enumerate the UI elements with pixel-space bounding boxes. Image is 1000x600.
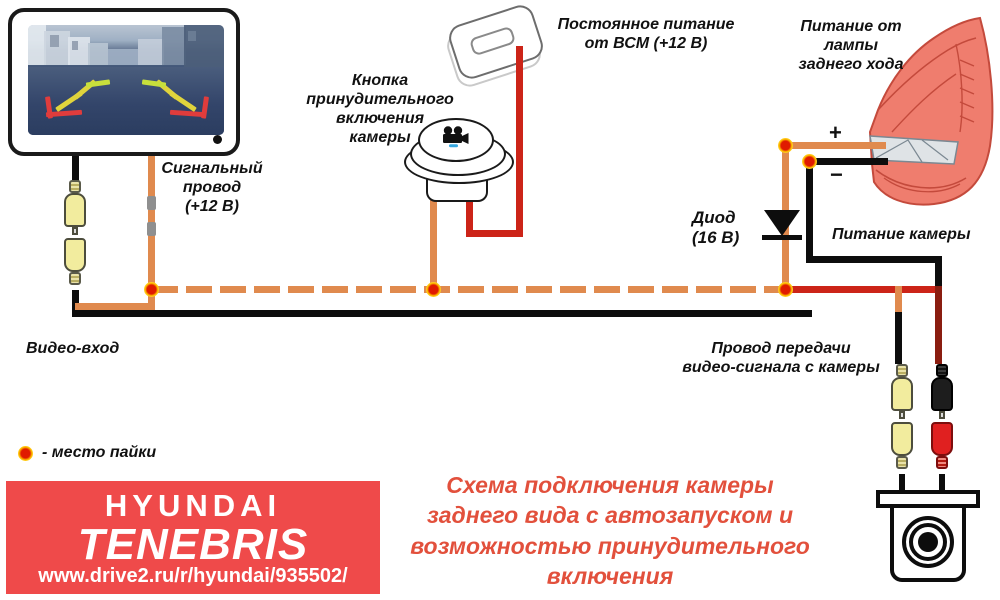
hyundai-tenebris-logo: HYUNDAI TENEBRIS www.drive2.ru/r/hyundai… xyxy=(6,481,380,594)
wire-camera-ground-drop xyxy=(806,158,813,262)
wire-button-red-leg xyxy=(466,196,473,236)
wire-reverse-lamp-positive xyxy=(782,142,886,149)
solder-point-icon xyxy=(144,282,159,297)
wire-video-bus-black xyxy=(72,310,812,317)
wire-orange-left-return xyxy=(75,303,151,310)
camera-lens-ring-inner xyxy=(909,523,947,561)
solder-point-icon xyxy=(778,282,793,297)
camera-lens-ring-outer xyxy=(902,516,954,568)
rca-camera-power-male xyxy=(931,364,953,419)
monitor-head-unit xyxy=(8,8,240,156)
camera-lens-center xyxy=(918,532,938,552)
wire-camera-power-red xyxy=(786,286,942,293)
rear-camera-icon xyxy=(876,490,980,586)
wire-rca-power-to-camera xyxy=(939,474,945,496)
wire-main-orange-bus xyxy=(152,286,782,293)
wire-monitor-video-black xyxy=(72,156,79,182)
legend-solder-point: - место пайки xyxy=(18,444,156,463)
monitor-screen-icon xyxy=(28,25,224,135)
solder-point-icon xyxy=(802,154,817,169)
rca-camera-video-male xyxy=(891,364,913,419)
wire-camera-ground-run xyxy=(806,256,942,263)
monitor-power-led xyxy=(213,135,222,144)
rca-connector-video-male xyxy=(64,180,86,235)
bcm-module-icon xyxy=(445,1,547,83)
label-diode: Диод (16 В) xyxy=(692,208,740,248)
wire-button-orange-leg xyxy=(430,200,437,290)
push-button-icon[interactable] xyxy=(404,118,514,218)
rca-camera-power-female xyxy=(931,422,953,469)
label-plus-sign: + xyxy=(829,120,842,145)
diode-icon xyxy=(762,210,802,244)
wire-signal-orange-down xyxy=(148,286,155,310)
wire-bcm-to-button xyxy=(466,230,523,237)
wire-video-to-bus xyxy=(72,290,79,312)
label-force-button: Кнопка принудительного включения камеры xyxy=(306,72,454,146)
logo-model: TENEBRIS xyxy=(77,520,309,569)
logo-brand: HYUNDAI xyxy=(104,488,282,523)
wire-camera-power-drop xyxy=(935,286,942,364)
wire-rca-video-to-camera xyxy=(899,474,905,496)
solder-point-icon xyxy=(18,445,33,461)
inline-connector-lower xyxy=(147,222,156,236)
label-video-in: Видео-вход xyxy=(26,340,120,357)
solder-point-icon xyxy=(426,282,441,297)
rca-connector-video-female xyxy=(64,238,86,285)
label-signal-wire: Сигнальный провод (+12 В) xyxy=(161,160,263,215)
wire-bcm-constant-power xyxy=(516,46,523,236)
video-camera-icon xyxy=(443,126,469,148)
wire-reverse-lamp-negative xyxy=(806,158,888,165)
wire-signal-orange-vertical xyxy=(148,156,155,286)
road-surface xyxy=(28,66,224,135)
rca-camera-video-female xyxy=(891,422,913,469)
inline-connector-upper xyxy=(147,196,156,210)
label-reverse-lamp-power: Питание от лампы заднего хода xyxy=(798,18,904,73)
diagram-caption: Схема подключения камеры заднего вида с … xyxy=(410,472,810,590)
label-minus-sign: − xyxy=(830,162,843,187)
label-camera-power: Питание камеры xyxy=(832,226,971,243)
logo-url[interactable]: www.drive2.ru/r/hyundai/935502/ xyxy=(38,565,348,587)
label-constant-power: Постоянное питание от ВСМ (+12 В) xyxy=(557,16,735,52)
legend-label: - место пайки xyxy=(42,444,157,461)
tail-light-icon xyxy=(868,16,994,206)
solder-point-icon xyxy=(778,138,793,153)
label-video-signal-wire: Провод передачи видео-сигнала с камеры xyxy=(682,340,880,376)
wire-video-black-drop xyxy=(895,312,902,364)
